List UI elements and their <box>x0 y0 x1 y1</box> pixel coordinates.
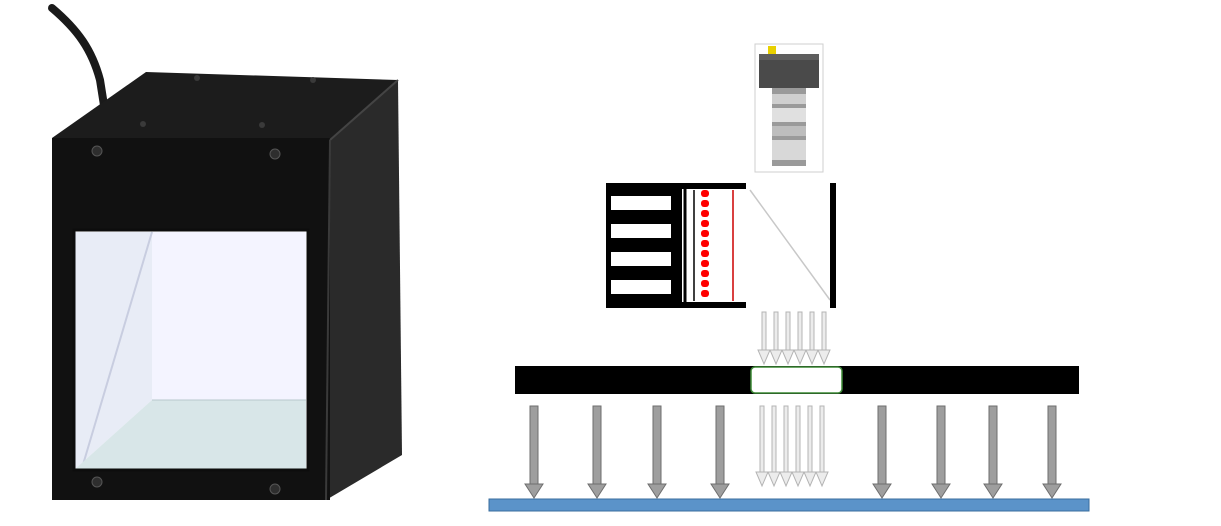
ambient-light-arrows <box>524 405 1062 499</box>
gray-arrow <box>1042 405 1062 499</box>
screw-icon <box>310 77 316 83</box>
led-icon <box>701 210 709 217</box>
led-array <box>701 190 709 297</box>
gray-arrow <box>587 405 607 499</box>
coaxial-light-illustration <box>48 4 402 501</box>
coaxial-light-arrows <box>757 311 831 366</box>
sample-window <box>750 366 843 394</box>
light-arrow <box>793 311 807 366</box>
cable <box>48 4 110 122</box>
heatsink-slot <box>611 280 671 294</box>
light-arrow <box>803 405 817 488</box>
led-icon <box>701 220 709 227</box>
gray-arrow <box>872 405 892 499</box>
gray-arrow <box>983 405 1003 499</box>
base-plate <box>488 498 1090 512</box>
light-arrow <box>817 311 831 366</box>
screw-icon <box>269 148 281 160</box>
gray-arrow <box>647 405 667 499</box>
led-icon <box>701 290 709 297</box>
light-housing <box>606 183 836 308</box>
led-icon <box>701 200 709 207</box>
screw-icon <box>91 145 103 157</box>
led-icon <box>701 230 709 237</box>
heatsink-slot <box>611 196 671 210</box>
housing-side <box>326 80 402 500</box>
led-icon <box>701 240 709 247</box>
diagram-svg <box>488 43 1090 512</box>
gray-arrow <box>524 405 544 499</box>
light-arrow <box>767 405 781 488</box>
screw-icon <box>259 122 265 128</box>
led-icon <box>701 250 709 257</box>
housing-wall <box>830 183 836 308</box>
led-icon <box>701 270 709 277</box>
screw-icon <box>91 476 103 488</box>
screw-icon <box>140 121 146 127</box>
camera-icon <box>754 43 824 173</box>
screw-icon <box>269 483 281 495</box>
light-arrow <box>769 311 783 366</box>
screw-icon <box>194 75 200 81</box>
floor-surface <box>74 400 306 470</box>
gray-arrow <box>931 405 951 499</box>
light-arrow <box>781 311 795 366</box>
light-arrow <box>779 405 793 488</box>
coaxial-diagram <box>480 0 1221 526</box>
housing-top <box>52 72 398 140</box>
light-arrow <box>791 405 805 488</box>
led-icon <box>701 190 709 197</box>
light-arrow <box>815 405 829 488</box>
led-icon <box>701 260 709 267</box>
product-photo <box>0 0 445 526</box>
light-arrow <box>805 311 819 366</box>
light-arrow <box>755 405 769 488</box>
light-arrow <box>757 311 771 366</box>
reflected-light-arrows <box>755 405 829 488</box>
heatsink-slot <box>611 252 671 266</box>
led-icon <box>701 280 709 287</box>
half-mirror <box>749 189 831 301</box>
heatsink-slot <box>611 224 671 238</box>
gray-arrow <box>710 405 730 499</box>
